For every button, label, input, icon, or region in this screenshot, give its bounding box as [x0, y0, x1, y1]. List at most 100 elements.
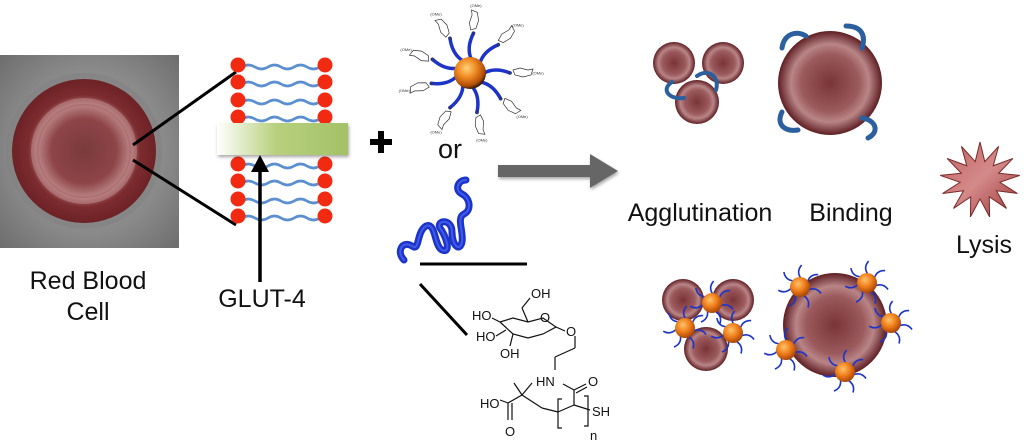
- polymer-chain: [716, 317, 727, 328]
- nanoparticle-ligand: [429, 74, 459, 86]
- sugar-glyph: [437, 105, 452, 131]
- sugar-glyph: [434, 18, 452, 41]
- polymer-chain: [875, 284, 889, 290]
- polymer-chain: [763, 350, 778, 356]
- polymer-chain: [662, 328, 677, 334]
- polymer-chain: [673, 335, 682, 348]
- polymer-chain: [720, 304, 734, 310]
- polymer-chain: [739, 319, 752, 329]
- polymer-chain: [873, 269, 886, 279]
- lipid-tail: [241, 80, 321, 88]
- polymer-chain: [668, 312, 679, 323]
- nanoparticle-ligand: [448, 36, 465, 63]
- polymer-chain: [693, 329, 707, 335]
- lipid-head: [230, 173, 246, 189]
- sugar-glyph: [496, 24, 515, 47]
- lipid-tail: [241, 214, 321, 222]
- sugar-oxygen: [471, 31, 476, 35]
- sugar-ring: [512, 67, 534, 78]
- lipid-head: [230, 74, 246, 90]
- polymer-chain: [893, 330, 901, 344]
- sugar-tag: (OMe): [430, 12, 442, 17]
- label-ring-o: O: [540, 310, 550, 325]
- bound-nanoparticle: [689, 280, 734, 324]
- label-repeat-n: n: [590, 428, 597, 442]
- sugar-oxygen: [496, 42, 501, 47]
- sugar-tag: (OMe): [476, 137, 488, 142]
- sugar-oxygen: [475, 110, 479, 115]
- polymer-chain: [847, 379, 855, 393]
- nanoparticle-ligand: [478, 80, 503, 101]
- agglutination-nanoparticle-illustration: [662, 279, 755, 371]
- polymer-chain: [710, 333, 725, 339]
- polymer-chain: [730, 310, 736, 325]
- sugar-glyph: [508, 67, 534, 78]
- polymer-chain: [718, 289, 731, 299]
- nanoparticle: [857, 273, 877, 293]
- lipid-head: [317, 109, 333, 125]
- label-acid-o: O: [505, 424, 515, 439]
- lipid-tail: [241, 197, 321, 205]
- sugar-ring: [408, 49, 429, 62]
- label-amide-hn: HN: [536, 374, 555, 389]
- glycopolymer-coil: [396, 176, 473, 264]
- lipid-head: [317, 57, 333, 73]
- sugar-tag: (OMe): [470, 3, 482, 8]
- label-ho-2: HO: [476, 329, 496, 344]
- label-thiol: SH: [592, 404, 610, 419]
- sugar-tag: (OMe): [516, 114, 528, 119]
- bound-nanoparticle: [777, 264, 822, 308]
- polymer-chain: [802, 294, 810, 308]
- polymer-chain: [797, 264, 803, 279]
- chemical-structure: [491, 297, 591, 429]
- polymer-chain: [700, 310, 709, 323]
- structure-line-diagonal: [418, 282, 469, 337]
- polymer-chain: [783, 327, 789, 342]
- nanoparticle: [702, 293, 722, 313]
- label-ho-1: HO: [472, 308, 492, 323]
- bound-nanoparticle: [844, 260, 889, 304]
- nanoparticle-ligand: [478, 42, 501, 65]
- lipid-tail: [241, 63, 321, 71]
- sugar-oxygen: [429, 81, 434, 86]
- reaction-arrow-icon: [498, 154, 618, 188]
- red-blood-cell-label-line-1: Red Blood: [29, 267, 147, 295]
- polymer-chain: [844, 283, 859, 289]
- red-blood-cell-label-line-2: Cell: [66, 298, 110, 326]
- agglutination-label: Agglutination: [627, 199, 773, 227]
- polymer-chain: [855, 290, 864, 303]
- sugar-oxygen: [448, 36, 452, 41]
- polymer-chain: [822, 372, 837, 378]
- glut4-transporter: [217, 123, 348, 155]
- polymer-chain: [788, 294, 797, 307]
- sugar-tag: (OMe): [512, 22, 524, 27]
- sugar-ring: [474, 114, 486, 135]
- lipid-head: [317, 173, 333, 189]
- lipid-head: [230, 208, 246, 224]
- lipid-head: [230, 109, 246, 125]
- bound-nanoparticle: [763, 327, 808, 371]
- sugar-ring: [469, 9, 479, 31]
- polymer-chain: [850, 267, 861, 278]
- chemical-labels: OH HO HO OH O O HN O HO O SH n: [472, 286, 610, 442]
- bound-nanoparticle: [662, 305, 707, 349]
- polymer-chain: [714, 310, 722, 324]
- glut4-arrow-icon: [251, 155, 269, 282]
- lipid-head: [230, 57, 246, 73]
- polymer-chain: [735, 340, 743, 354]
- sugar-glyph: [408, 49, 435, 62]
- polymer-chain: [769, 334, 780, 345]
- red-blood-cell-label: Red Blood Cell: [0, 266, 176, 328]
- nanoparticle: [675, 318, 695, 338]
- or-label: or: [437, 134, 462, 164]
- sugar-ring: [497, 24, 515, 43]
- lipid-bilayer: [230, 57, 333, 224]
- sugar-glyph: [498, 96, 522, 115]
- polymer-chain: [879, 330, 888, 343]
- red-blood-cell-image: [0, 55, 179, 248]
- sugar-oxygen: [430, 57, 435, 62]
- zoom-line-top: [132, 70, 237, 147]
- polymer-chain: [864, 260, 870, 275]
- polymer-chain: [774, 357, 783, 370]
